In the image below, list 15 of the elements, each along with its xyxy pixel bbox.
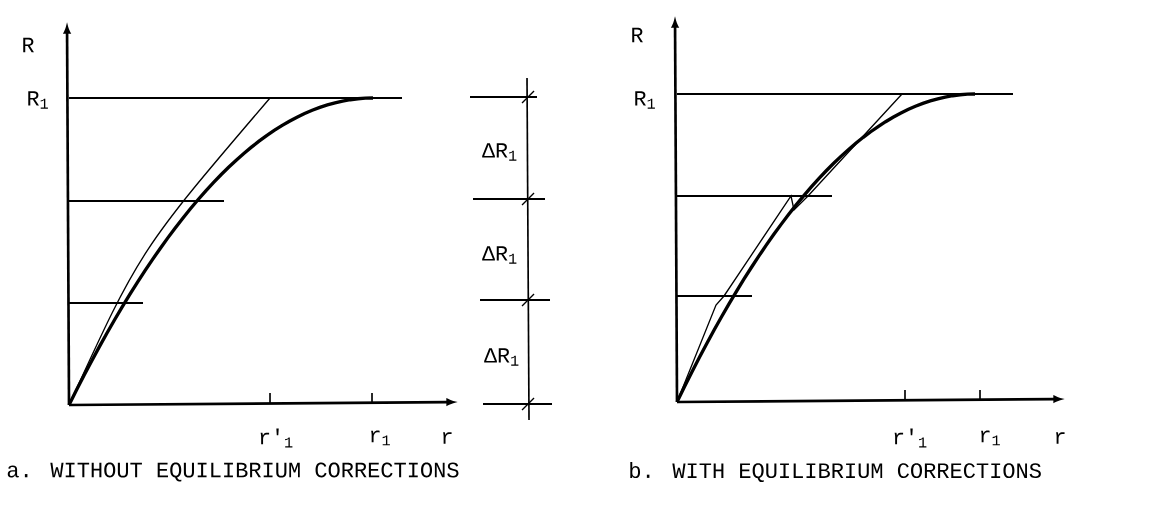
axis-label: R: [632, 27, 643, 43]
axis-label: r'$_{1}$: [894, 428, 927, 448]
axis-label: ΔR$_{1}$: [482, 246, 517, 264]
axis-label: ΔR$_{1}$: [484, 348, 519, 366]
axis-label: r$_{1}$: [371, 430, 390, 446]
axis-label: r$_{1}$: [981, 430, 1000, 446]
caption: b. WITH EQUILIBRIUM CORRECTIONS: [630, 461, 1041, 483]
axis-label: r: [443, 432, 452, 444]
axis-label: R$_{1}$: [635, 91, 655, 109]
axis-label: R: [23, 37, 34, 53]
axis-label: r: [1056, 432, 1065, 444]
caption: a. WITHOUT EQUILIBRIUM CORRECTIONS: [7, 462, 459, 482]
axis-label: r'$_{1}$: [260, 428, 293, 448]
axis-label: ΔR$_{1}$: [482, 143, 517, 161]
axis-label: R$_{1}$: [28, 91, 48, 109]
